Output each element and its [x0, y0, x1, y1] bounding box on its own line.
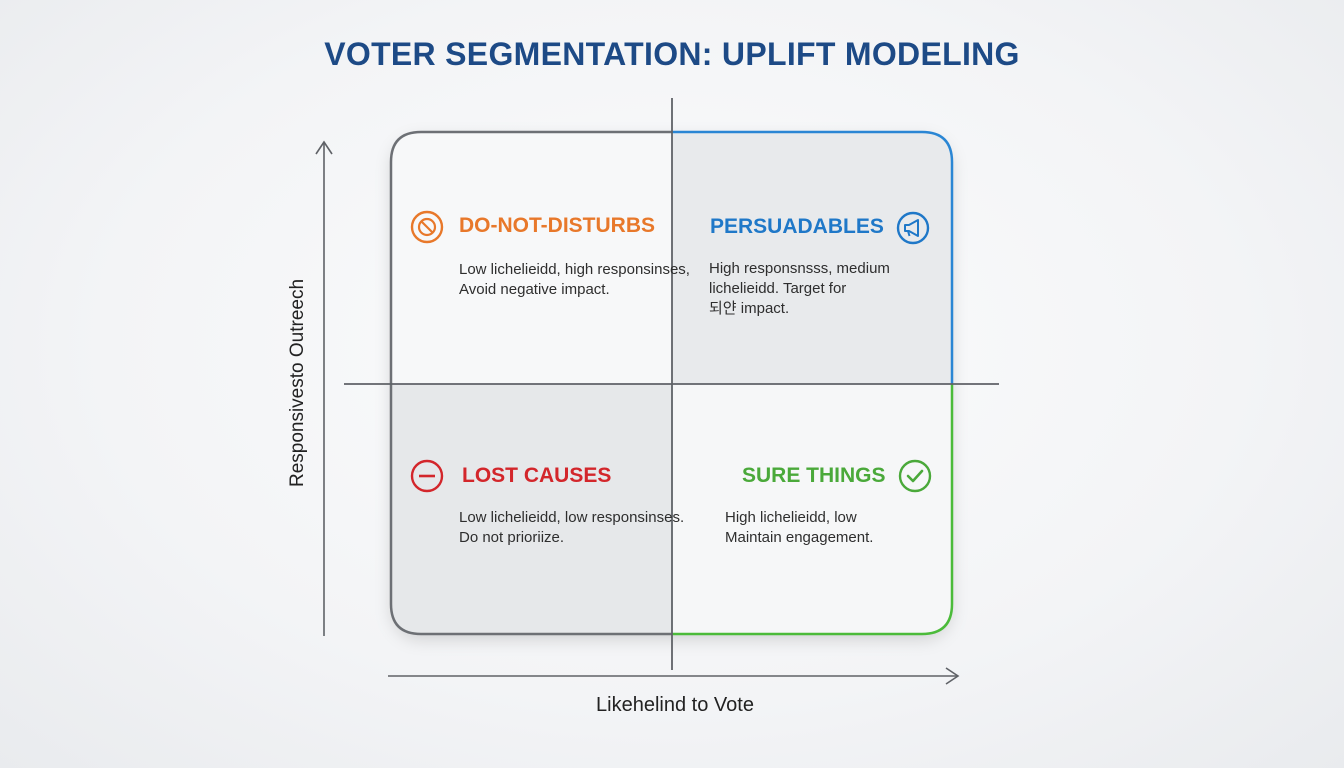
sure-things-border [672, 384, 954, 636]
sure-things-line-2: Maintain engagement. [725, 529, 874, 546]
lost-causes-title: LOST CAUSES [462, 464, 612, 487]
lost-causes-description: Low lichelieidd, low responsinses. Do no… [459, 508, 684, 548]
sure-things-description: High lichelieidd, low Maintain engagemen… [725, 508, 873, 548]
y-axis-label: Responsivesto Outreech [287, 278, 308, 488]
minus-circle-icon [410, 459, 444, 493]
persuadables-title: PERSUADABLES [710, 215, 884, 238]
persuadables-line-3: 되얀 impact. [709, 300, 790, 317]
diagram-title: VOTER SEGMENTATION: UPLIFT MODELING [324, 36, 1020, 72]
persuadables-border [672, 130, 954, 384]
sure-things-panel [672, 384, 952, 634]
lost-causes-panel [391, 384, 672, 634]
persuadables-panel [672, 132, 952, 384]
persuadables-description: High responsnsss, medium lichelieidd. Ta… [709, 259, 890, 319]
do-not-disturbs-description: Low lichelieidd, high responsinses, Avoi… [459, 260, 690, 300]
do-not-disturbs-line-1: Low lichelieidd, high responsinses, [459, 261, 690, 278]
lost-causes-line-1: Low lichelieidd, low responsinses. [459, 509, 685, 526]
prohibited-icon [410, 210, 444, 244]
y-axis-arrowhead [315, 140, 333, 155]
x-axis-arrowhead [945, 667, 960, 685]
left-border [389, 130, 672, 636]
do-not-disturbs-title: DO-NOT-DISTURBS [459, 214, 655, 237]
persuadables-line-2: lichelieidd. Target for [709, 280, 847, 297]
persuadables-line-1: High responsnsss, medium [709, 260, 890, 277]
check-circle-icon [898, 459, 932, 493]
do-not-disturbs-line-2: Avoid negative impact. [459, 281, 610, 298]
lost-causes-line-2: Do not prioriize. [459, 529, 565, 546]
x-axis-label: Likehelind to Vote [596, 694, 754, 716]
sure-things-title: SURE THINGS [742, 464, 886, 487]
megaphone-icon [896, 211, 930, 245]
sure-things-line-1: High lichelieidd, low [725, 509, 857, 526]
